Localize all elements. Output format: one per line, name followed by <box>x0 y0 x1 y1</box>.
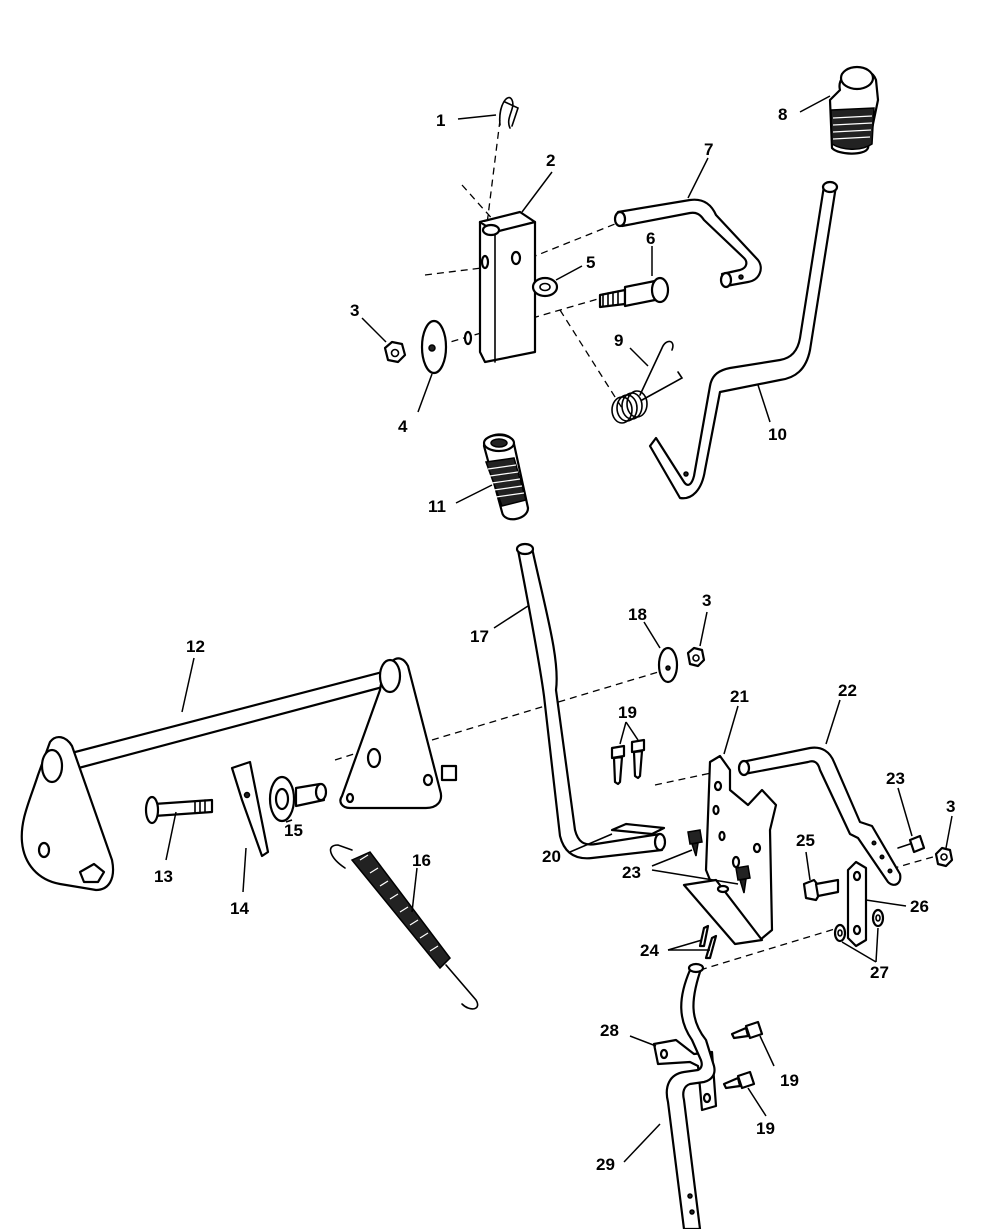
callout-21: 21 <box>730 687 749 706</box>
shift-lever <box>648 180 839 500</box>
callout-13: 13 <box>154 867 173 886</box>
callout-8: 8 <box>778 105 787 124</box>
callout-23-right: 23 <box>886 769 905 788</box>
lock-nut-middle <box>686 646 706 668</box>
pivot-tube <box>463 210 537 364</box>
callout-12: 12 <box>186 637 205 656</box>
flange-bushing <box>268 775 328 823</box>
callout-28: 28 <box>600 1021 619 1040</box>
hair-pin-clip <box>498 96 519 129</box>
torsion-spring <box>611 340 684 424</box>
callout-25: 25 <box>796 831 815 850</box>
callout-16: 16 <box>412 851 431 870</box>
callout-6: 6 <box>646 229 655 248</box>
callout-23-bracket: 23 <box>622 863 641 882</box>
callout-26: 26 <box>910 897 929 916</box>
self-tapping-screw-right <box>897 834 926 854</box>
flange-bolt <box>802 878 840 902</box>
callout-20: 20 <box>542 847 561 866</box>
handle-knob <box>828 65 880 155</box>
callout-2: 2 <box>546 151 555 170</box>
callout-11: 11 <box>428 497 446 516</box>
callout-19-top: 19 <box>618 703 637 722</box>
callout-numbers: 1 2 3 4 5 6 7 8 9 10 11 12 13 14 15 16 1… <box>154 105 955 1174</box>
screws-pair <box>610 738 646 786</box>
lever-rod <box>515 542 667 860</box>
leader-lines <box>165 95 953 1163</box>
cross-shaft-assembly <box>20 657 458 892</box>
callout-18: 18 <box>628 605 647 624</box>
callout-7: 7 <box>704 140 713 159</box>
callout-10: 10 <box>768 425 787 444</box>
flat-washer <box>657 646 679 684</box>
self-tapping-screws-bracket <box>687 829 751 894</box>
screw-lower-lower <box>722 1070 756 1090</box>
callout-29: 29 <box>596 1155 615 1174</box>
extension-spring <box>329 844 479 1010</box>
shoulder-bolt <box>598 276 670 309</box>
roll-pins <box>698 924 718 960</box>
callout-3-middle: 3 <box>702 591 711 610</box>
flat-washer-large <box>420 319 448 375</box>
control-rod <box>665 962 716 1229</box>
callout-1: 1 <box>436 111 445 130</box>
carriage-bolt <box>144 795 214 825</box>
callout-4: 4 <box>398 417 408 436</box>
lock-nut-right <box>934 846 954 868</box>
callout-15: 15 <box>284 821 303 840</box>
callout-3-right: 3 <box>946 797 955 816</box>
plate-shim <box>230 760 270 858</box>
callout-14: 14 <box>230 899 249 918</box>
callout-22: 22 <box>838 681 857 700</box>
washer-small <box>531 276 559 298</box>
bent-rod <box>613 198 762 289</box>
callout-24: 24 <box>640 941 659 960</box>
link-plate <box>846 860 868 948</box>
bent-lever <box>737 746 902 886</box>
callout-9: 9 <box>614 331 623 350</box>
woodruff-key <box>610 822 666 836</box>
callout-19-bottom: 19 <box>756 1119 775 1138</box>
callout-3-top: 3 <box>350 301 359 320</box>
callout-17: 17 <box>470 627 489 646</box>
lock-nut-top <box>383 340 407 364</box>
callout-19-middle: 19 <box>780 1071 799 1090</box>
callout-27: 27 <box>870 963 889 982</box>
callout-5: 5 <box>586 253 595 272</box>
screw-lower-upper <box>730 1020 764 1040</box>
hand-grip <box>482 433 530 521</box>
mounting-bracket <box>682 754 778 946</box>
washers-pair <box>833 908 885 943</box>
